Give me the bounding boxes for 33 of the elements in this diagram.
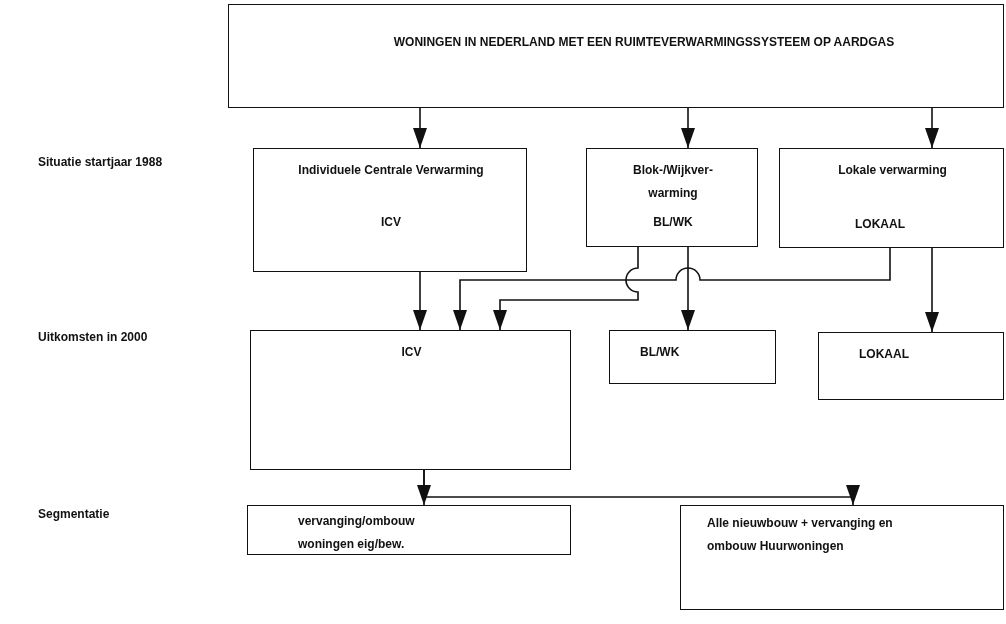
arrow (681, 246, 695, 331)
box-title: Individuele Centrale Verwarming (297, 162, 485, 179)
arrow (925, 247, 939, 333)
arrow (423, 469, 860, 506)
process-box (586, 148, 758, 247)
process-box (680, 505, 1004, 610)
box-title: WONINGEN IN NEDERLAND MET EEN RUIMTEVERWARMINGSSYSTEEM OP AARDGAS (392, 34, 896, 51)
process-box (609, 330, 776, 384)
arrow (453, 247, 891, 331)
row-label: Uitkomsten in 2000 (38, 330, 148, 344)
box-title: Alle nieuwbouw + vervanging en ombouw Huurwoningen (707, 515, 894, 555)
process-box (818, 332, 1004, 400)
process-box (779, 148, 1004, 248)
row-label: Segmentatie (38, 507, 110, 521)
process-box (247, 505, 571, 555)
arrow (681, 107, 695, 149)
box-title: vervanging/ombouw woningen eig/bew. (298, 513, 416, 553)
box-code: BL/WK (652, 214, 694, 231)
box-code: LOKAAL (854, 216, 906, 233)
arrow (493, 246, 639, 331)
row-label: Situatie startjaar 1988 (38, 155, 163, 169)
arrow (413, 107, 427, 149)
box-title: ICV (400, 344, 423, 361)
box-title: LOKAAL (859, 346, 910, 363)
arrow (413, 271, 427, 331)
process-box (253, 148, 527, 272)
box-title: Lokale verwarming (837, 162, 948, 179)
process-box (228, 4, 1004, 108)
arrow (925, 107, 939, 149)
box-title: BL/WK (640, 344, 681, 361)
box-code: ICV (380, 214, 402, 231)
process-box (250, 330, 571, 470)
box-title: Blok-/Wijkver- warming (632, 162, 714, 202)
